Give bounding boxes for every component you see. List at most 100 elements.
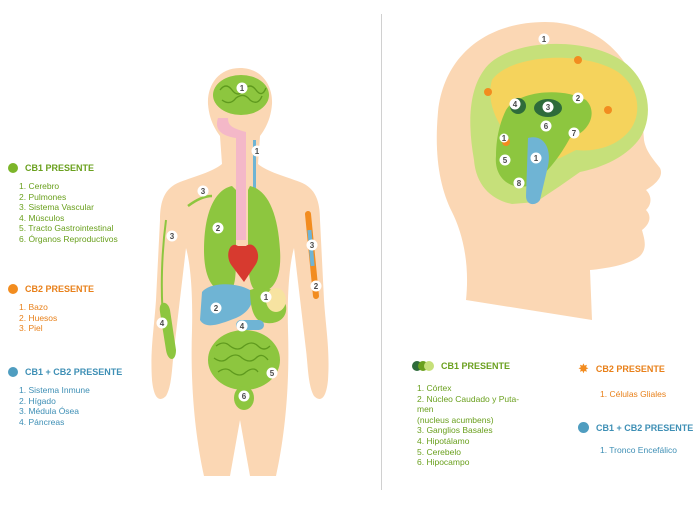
triple-dot-icon bbox=[412, 361, 434, 371]
brain-legend-cb12: CB1 + CB2 PRESENTE 1. Tronco Encefálico bbox=[578, 422, 693, 456]
legend-item: 3. Sistema Vascular bbox=[19, 202, 94, 213]
legend-item: 5. Cerebelo bbox=[417, 446, 461, 457]
legend-title: CB2 PRESENTE bbox=[595, 364, 665, 374]
legend-item: 1. Cerebro bbox=[19, 181, 60, 191]
blue-dot-icon bbox=[8, 367, 18, 377]
body-marker: 4 bbox=[156, 317, 168, 329]
brain-marker: 2 bbox=[572, 92, 584, 104]
legend-item: 2. Núcleo Caudado y Puta- bbox=[417, 393, 520, 404]
brain-marker: 4 bbox=[509, 98, 521, 110]
legend-item: 4. Músculos bbox=[19, 212, 65, 223]
body-marker: 3 bbox=[197, 185, 209, 197]
glial-cell bbox=[484, 88, 492, 96]
glial-cell bbox=[604, 106, 612, 114]
svg-text:5: 5 bbox=[503, 156, 508, 165]
svg-text:6: 6 bbox=[544, 122, 549, 131]
body-markers: 1 1 2 3 3 1 2 3 2 4 4 5 6 bbox=[156, 82, 322, 402]
svg-text:4: 4 bbox=[160, 319, 165, 328]
svg-text:5: 5 bbox=[270, 369, 275, 378]
svg-text:2: 2 bbox=[314, 282, 319, 291]
body-legend-cb1: CB1 PRESENTE 1. Cerebro 2. Pulmones 3. S… bbox=[8, 163, 118, 245]
liver bbox=[200, 284, 253, 326]
legend-item: 6. Órganos Reproductivos bbox=[19, 233, 118, 244]
shoulder-vessel bbox=[187, 194, 213, 208]
svg-text:1: 1 bbox=[502, 134, 507, 143]
body-marker: 1 bbox=[236, 82, 248, 94]
legend-heading: CB1 + CB2 PRESENTE bbox=[8, 367, 122, 377]
legend-item: 1. Córtex bbox=[417, 383, 452, 393]
svg-text:4: 4 bbox=[513, 100, 518, 109]
legend-item: 2. Hígado bbox=[19, 395, 56, 406]
body-marker: 5 bbox=[266, 367, 278, 379]
legend-item: 3. Ganglios Basales bbox=[417, 425, 493, 436]
body-figure bbox=[151, 68, 329, 476]
body-marker: 1 bbox=[260, 291, 272, 303]
legend-list: 1. Sistema Inmune 2. Hígado 3. Médula Ós… bbox=[19, 385, 122, 427]
legend-title: CB1 + CB2 PRESENTE bbox=[596, 422, 694, 433]
body-marker: 4 bbox=[236, 320, 248, 332]
legend-list: 1. Córtex 2. Núcleo Caudado y Puta- men … bbox=[417, 383, 519, 468]
legend-title: CB1 PRESENTE bbox=[441, 361, 511, 371]
brain-marker: 1 bbox=[499, 133, 509, 143]
brain-marker: 1 bbox=[530, 152, 542, 164]
svg-text:3: 3 bbox=[546, 103, 551, 112]
star-icon: ✸ bbox=[578, 361, 589, 376]
svg-text:1: 1 bbox=[264, 293, 269, 302]
brain-markers: 1 2 3 4 5 6 7 8 1 1 bbox=[499, 33, 584, 189]
svg-text:4: 4 bbox=[240, 322, 245, 331]
legend-item: 3. Médula Ósea bbox=[19, 406, 80, 417]
legend-item: 1. Células Gliales bbox=[600, 389, 667, 399]
legend-item: 5. Tracto Gastrointestinal bbox=[19, 223, 114, 234]
legend-item: (nucleus acumbens) bbox=[417, 414, 494, 425]
body-marker: 6 bbox=[238, 390, 250, 402]
svg-text:2: 2 bbox=[214, 304, 219, 313]
legend-item: 4. Páncreas bbox=[19, 416, 65, 427]
brain-marker: 5 bbox=[499, 154, 511, 166]
vascular-line bbox=[253, 140, 256, 190]
svg-text:1: 1 bbox=[255, 147, 260, 156]
brain-legend-cb1: CB1 PRESENTE 1. Córtex 2. Núcleo Caudado… bbox=[412, 361, 519, 468]
head-figure bbox=[436, 22, 662, 320]
panel-divider bbox=[381, 14, 382, 490]
svg-text:3: 3 bbox=[170, 232, 175, 241]
legend-item: 6. Hipocampo bbox=[417, 457, 470, 468]
body-marker: 2 bbox=[212, 222, 224, 234]
svg-text:8: 8 bbox=[517, 179, 522, 188]
legend-item: 3. Piel bbox=[19, 323, 43, 334]
body-marker: 3 bbox=[166, 230, 178, 242]
svg-text:2: 2 bbox=[216, 224, 221, 233]
body-marker: 2 bbox=[310, 280, 322, 292]
legend-title: CB1 PRESENTE bbox=[25, 163, 95, 173]
legend-item: 2. Huesos bbox=[19, 312, 58, 323]
body-marker: 1 bbox=[251, 145, 263, 157]
svg-text:7: 7 bbox=[572, 129, 577, 138]
heart bbox=[228, 244, 259, 282]
body-marker: 2 bbox=[210, 302, 222, 314]
svg-text:3: 3 bbox=[310, 241, 315, 250]
intestine-folds bbox=[213, 342, 271, 376]
brain-marker: 8 bbox=[513, 177, 525, 189]
brain-marker: 7 bbox=[568, 127, 580, 139]
legend-item: 1. Sistema Inmune bbox=[19, 385, 90, 395]
brain-marker: 3 bbox=[542, 101, 554, 113]
body-marker: 3 bbox=[306, 239, 318, 251]
blue-dot-icon bbox=[578, 422, 589, 433]
legend-title: CB1 + CB2 PRESENTE bbox=[25, 367, 123, 377]
svg-text:6: 6 bbox=[242, 392, 247, 401]
spleen bbox=[266, 288, 286, 312]
legend-list: 1. Bazo 2. Huesos 3. Piel bbox=[19, 302, 94, 334]
brain-legend-cb2: ✸ CB2 PRESENTE 1. Células Gliales bbox=[578, 361, 666, 400]
legend-list: 1. Células Gliales bbox=[600, 389, 666, 400]
glial-cell bbox=[574, 56, 582, 64]
brain-stem bbox=[526, 137, 549, 205]
brain-limbic bbox=[495, 92, 592, 187]
brain-marker: 6 bbox=[540, 120, 552, 132]
svg-text:3: 3 bbox=[201, 187, 206, 196]
body-legend-cb12: CB1 + CB2 PRESENTE 1. Sistema Inmune 2. … bbox=[8, 367, 122, 427]
legend-heading: CB1 + CB2 PRESENTE bbox=[578, 422, 693, 433]
legend-heading: CB1 PRESENTE bbox=[8, 163, 118, 173]
svg-text:2: 2 bbox=[576, 94, 581, 103]
lung-right bbox=[248, 186, 281, 292]
legend-heading: CB2 PRESENTE bbox=[8, 284, 94, 294]
